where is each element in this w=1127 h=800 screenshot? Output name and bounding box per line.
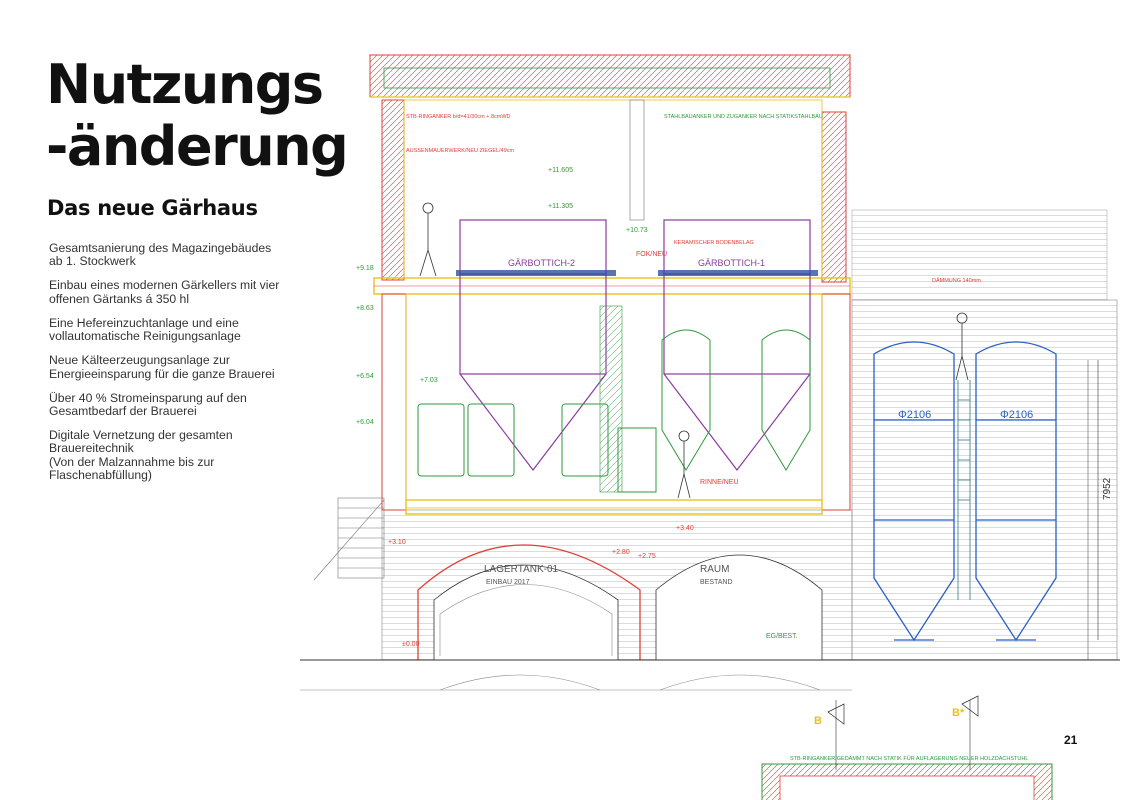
annotation-note: AUSSENMAUERWERK/NEU ZIEGEL/49cm — [406, 148, 515, 154]
lagertank-label: LAGERTANK-01 — [484, 564, 559, 575]
elevation-label: +6.54 — [356, 373, 374, 380]
elevation-label: +3.10 — [388, 539, 406, 546]
title-line-1: Nutzungs — [46, 53, 324, 116]
rinne-neu-label: RINNE/NEU — [700, 479, 739, 486]
bullet-item: Digitale Vernetzung der gesamten Brauere… — [49, 428, 233, 483]
elevation-label: +7.03 — [420, 377, 438, 384]
bullet-item: Einbau eines modernen Gärkellers mit vie… — [49, 278, 280, 306]
elevation-label: +10.73 — [626, 227, 648, 234]
elevation-label: +3.40 — [676, 525, 694, 532]
page-number: 21 — [1064, 733, 1078, 747]
architectural-section-drawing: GÄRBOTTICH-2 GÄRBOTTICH-1 LAGERTANK-01 E… — [300, 54, 1120, 800]
diameter-label-left: Φ2106 — [898, 409, 931, 421]
elevation-label: +11.305 — [548, 203, 573, 210]
elevation-label: +2.80 — [612, 549, 630, 556]
cellar-vault-right — [655, 554, 823, 660]
bestand-label: BESTAND — [700, 579, 733, 586]
title-line-2: -änderung — [46, 115, 349, 178]
left-wall-upper — [381, 99, 405, 281]
blue-tank-left — [873, 341, 955, 642]
diameter-label-right: Φ2106 — [1000, 409, 1033, 421]
annotation-note: KERAMISCHER BODENBELAG — [674, 240, 754, 246]
elevation-label: +8.63 — [356, 305, 374, 312]
right-building — [851, 299, 1118, 661]
elevation-label: +2.75 — [638, 553, 656, 560]
roof-slab — [369, 54, 851, 98]
right-roof-area — [851, 209, 1108, 301]
raum-label: RAUM — [700, 564, 729, 575]
annotation-note: STB-RINGANKER/GEDÄMMT NACH STATIK FÜR AU… — [790, 755, 1028, 762]
left-wall-mid — [381, 293, 407, 511]
elevation-label: ±0.00 — [402, 641, 420, 648]
bullet-list: Gesamtsanierung des Magazingebäudes ab 1… — [49, 241, 319, 493]
page-title: Nutzungs-änderung — [46, 53, 349, 178]
lower-floor-slab — [405, 499, 823, 515]
bullet-item: Gesamtsanierung des Magazingebäudes ab 1… — [49, 241, 272, 269]
page-subtitle: Das neue Gärhaus — [47, 196, 258, 220]
access-ladder — [957, 380, 971, 600]
vertical-dimension: 7952 — [1102, 477, 1113, 500]
fok-neu-label: FOK/NEU — [636, 251, 667, 258]
section-marker: B — [814, 715, 822, 727]
right-wall-upper — [821, 111, 847, 283]
elevation-label: +9.18 — [356, 265, 374, 272]
bullet-item: Neue Kälteerzeugungsanlage zur Energieei… — [49, 353, 275, 381]
section-marker: B* — [952, 707, 965, 719]
cellar-vault-left — [417, 544, 641, 660]
annotation-note: STAHLBAUANKER UND ZUGANKER NACH STATIKST… — [664, 114, 823, 120]
einbau-label: EINBAU 2017 — [486, 579, 530, 586]
annotation-note: STB-RINGANKER b/d=41/30cm + 8cmWD — [406, 114, 511, 120]
bullet-item: Über 40 % Stromeinsparung auf den Gesamt… — [49, 390, 247, 419]
blue-tank-right — [975, 341, 1057, 642]
elevation-label: +6.04 — [356, 419, 374, 426]
upper-room — [403, 99, 823, 279]
elevation-label: +11.605 — [548, 167, 573, 174]
tank-label-gaerbottich-2: GÄRBOTTICH-2 — [508, 258, 575, 268]
right-wall-mid — [821, 293, 851, 511]
exterior-staircase — [313, 497, 385, 581]
annotation-note: DÄMMUNG 140mm — [932, 277, 981, 284]
lagertank-outline — [439, 584, 613, 656]
tank-label-gaerbottich-1: GÄRBOTTICH-1 — [698, 258, 765, 268]
elevation-label: EG/BEST. — [766, 633, 798, 640]
person-figure — [419, 202, 969, 499]
bullet-item: Eine Hefereinzuchtanlage und eine vollau… — [49, 315, 241, 344]
mid-room — [405, 293, 823, 509]
roof-insulation — [383, 67, 831, 89]
